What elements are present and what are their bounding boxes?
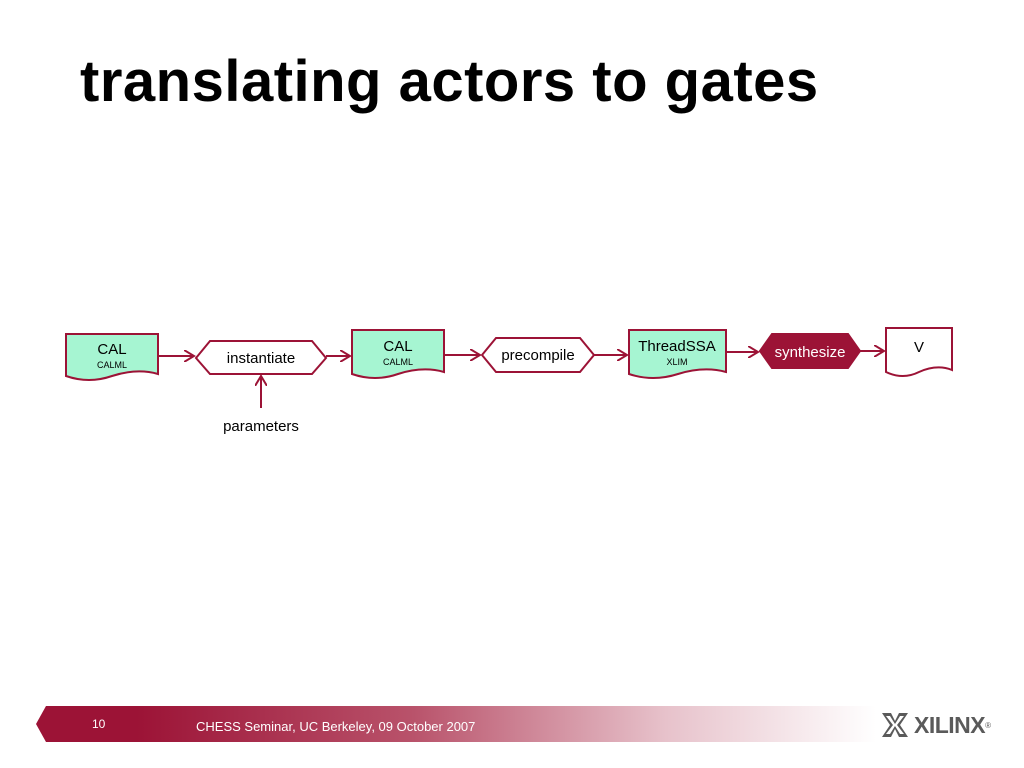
- process-synthesize-label: synthesize: [775, 344, 846, 361]
- document-4-label: V: [914, 339, 924, 356]
- footer-band-notch: [36, 706, 46, 742]
- document-threadssa-xlim: ThreadSSA XLIM: [628, 329, 727, 379]
- process-precompile-label: precompile: [501, 347, 574, 364]
- process-synthesize: synthesize: [758, 333, 862, 369]
- slide-title: translating actors to gates: [80, 49, 819, 114]
- parameters-label: parameters: [223, 418, 299, 435]
- xilinx-mark-icon: [882, 713, 908, 737]
- page-number: 10: [92, 717, 106, 731]
- xilinx-logo: XILINX ®: [880, 708, 992, 742]
- process-instantiate-label: instantiate: [227, 350, 295, 367]
- footer-text: CHESS Seminar, UC Berkeley, 09 October 2…: [196, 719, 476, 734]
- xilinx-logo-text: XILINX: [914, 711, 986, 738]
- process-instantiate: instantiate: [194, 340, 328, 375]
- footer-band: [36, 706, 876, 742]
- document-v: V: [885, 327, 953, 377]
- document-1-sublabel: CALML: [97, 360, 127, 370]
- document-3-label: ThreadSSA: [638, 338, 716, 355]
- document-2-sublabel: CALML: [383, 357, 413, 367]
- document-3-sublabel: XLIM: [666, 357, 687, 367]
- document-cal-calml-1: CAL CALML: [65, 333, 159, 381]
- process-precompile: precompile: [480, 337, 596, 373]
- document-cal-calml-2: CAL CALML: [351, 329, 445, 379]
- document-2-label: CAL: [383, 338, 412, 355]
- xilinx-logo-registered: ®: [985, 720, 992, 730]
- document-1-label: CAL: [97, 341, 126, 358]
